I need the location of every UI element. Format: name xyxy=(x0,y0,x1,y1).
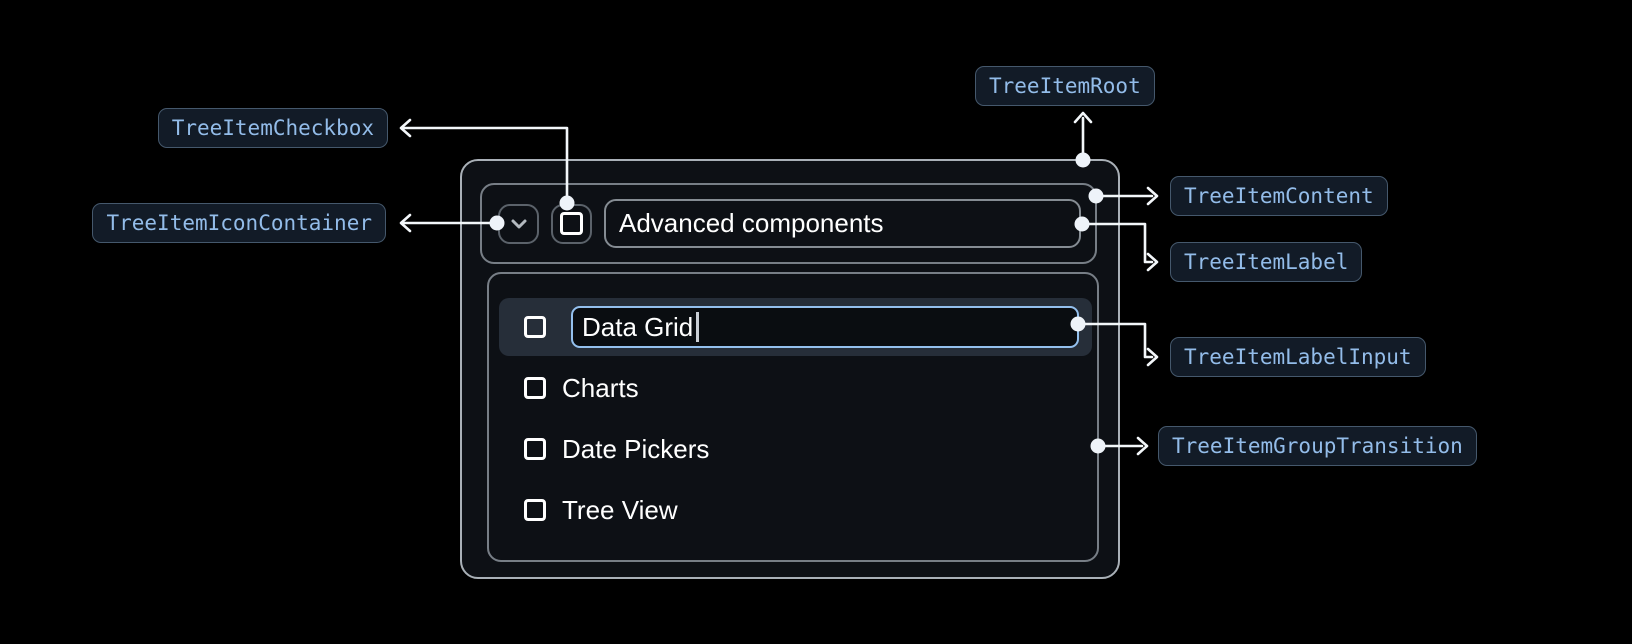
tree-item-label: Advanced components xyxy=(604,199,1081,248)
checkbox-unchecked-icon xyxy=(560,212,583,235)
tree-item-label: Charts xyxy=(562,372,639,403)
tree-item-row-tree-view[interactable]: Tree View xyxy=(499,481,1092,539)
tree-item-row-data-grid[interactable]: Data Grid xyxy=(499,298,1092,356)
label-input-value: Data Grid xyxy=(582,311,694,342)
checkbox-unchecked-icon[interactable] xyxy=(524,377,546,399)
checkbox-unchecked-icon[interactable] xyxy=(524,499,546,521)
tree-item-group-transition: Data Grid Charts Date Pickers Tree View xyxy=(487,272,1099,562)
checkbox-unchecked-icon[interactable] xyxy=(524,316,546,338)
tree-item-root: Advanced components Data Grid Charts Dat… xyxy=(460,159,1120,579)
tree-item-content[interactable]: Advanced components xyxy=(480,183,1097,264)
text-cursor xyxy=(696,312,699,342)
badge-tree-item-content: TreeItemContent xyxy=(1170,176,1388,216)
checkbox-unchecked-icon[interactable] xyxy=(524,438,546,460)
tree-item-label-input[interactable]: Data Grid xyxy=(571,306,1079,348)
parent-item-label: Advanced components xyxy=(619,208,884,238)
badge-tree-item-root: TreeItemRoot xyxy=(975,66,1155,106)
tree-item-label: Date Pickers xyxy=(562,433,710,464)
tree-item-icon-container[interactable] xyxy=(498,203,539,244)
badge-tree-item-icon-container: TreeItemIconContainer xyxy=(92,203,386,243)
badge-tree-item-label: TreeItemLabel xyxy=(1170,242,1363,282)
badge-tree-item-group-transition: TreeItemGroupTransition xyxy=(1158,426,1477,466)
tree-item-checkbox[interactable] xyxy=(551,203,592,244)
badge-tree-item-label-input: TreeItemLabelInput xyxy=(1170,337,1426,377)
tree-item-row-date-pickers[interactable]: Date Pickers xyxy=(499,420,1092,478)
chevron-down-icon xyxy=(511,219,526,228)
tree-item-label: Tree View xyxy=(562,494,678,525)
badge-tree-item-checkbox: TreeItemCheckbox xyxy=(157,108,388,148)
tree-item-row-charts[interactable]: Charts xyxy=(499,359,1092,417)
